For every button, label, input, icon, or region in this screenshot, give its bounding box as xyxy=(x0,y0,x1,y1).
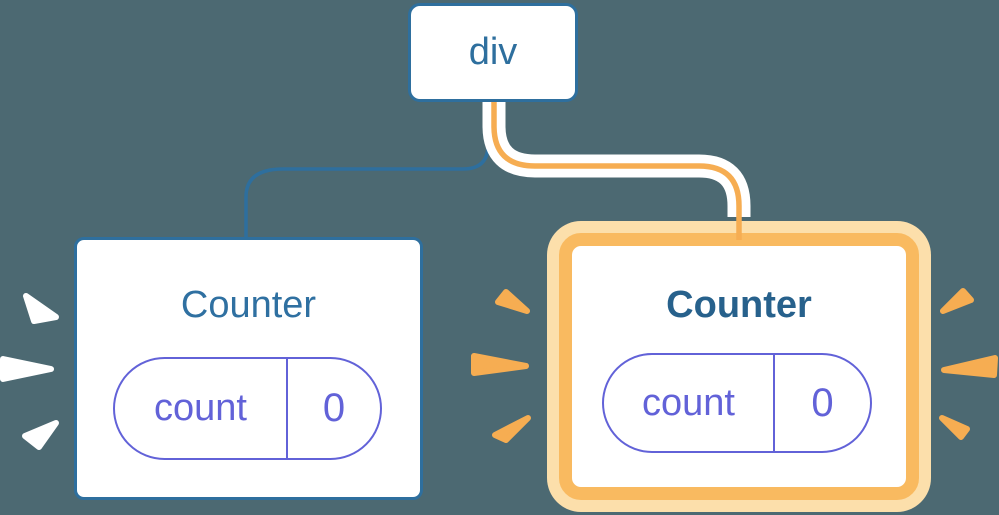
edge-to-left-counter xyxy=(244,103,490,240)
spark-burst-left xyxy=(0,293,59,450)
spark-burst-right xyxy=(939,288,998,440)
spark-icon xyxy=(939,415,970,440)
state-value: 0 xyxy=(322,386,346,430)
spark-icon xyxy=(492,415,531,443)
spark-icon xyxy=(941,355,998,378)
spark-burst-middle xyxy=(471,289,531,443)
state-key: count xyxy=(115,359,288,458)
counter-title: Counter xyxy=(180,284,317,326)
edge-to-right-counter xyxy=(491,102,742,240)
spark-icon xyxy=(940,288,974,314)
state-pill: count 0 xyxy=(113,357,382,460)
spark-icon xyxy=(471,353,529,376)
highlight-halo: Counter count 0 xyxy=(547,221,931,512)
state-value: 0 xyxy=(811,380,834,425)
spark-icon xyxy=(0,356,54,382)
counter-title: Counter xyxy=(666,284,812,326)
spark-icon xyxy=(495,289,530,314)
state-key: count xyxy=(604,355,775,451)
spark-icon xyxy=(23,293,59,324)
edge-to-right-counter-outline xyxy=(482,102,751,217)
counter-card-right: Counter count 0 xyxy=(559,233,919,500)
counter-card-left: Counter count 0 xyxy=(74,237,423,500)
state-pill: count 0 xyxy=(602,353,872,453)
root-node-div: div xyxy=(408,3,578,102)
root-node-label: div xyxy=(468,31,518,73)
spark-icon xyxy=(22,420,59,450)
